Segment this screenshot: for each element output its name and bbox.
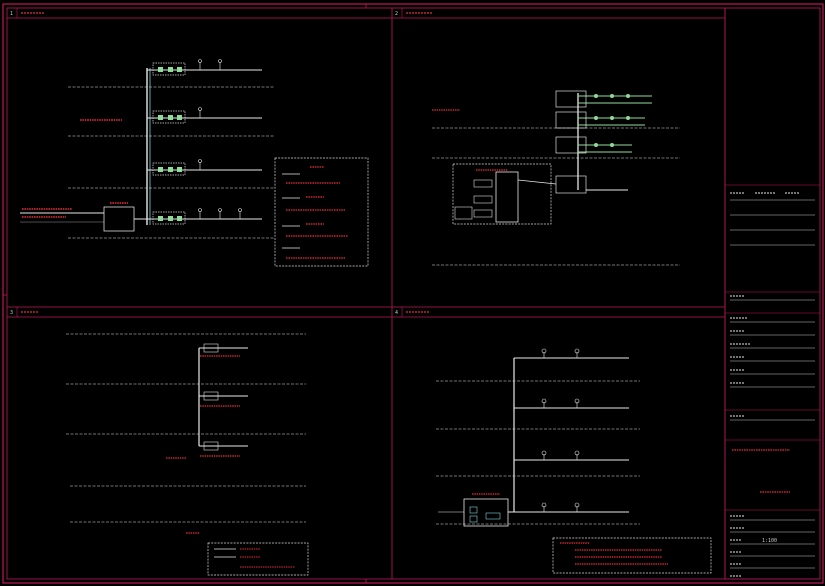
frame-ticks xyxy=(3,4,367,583)
panel-4-floor-lines xyxy=(436,380,640,525)
panel-4-equipment-box xyxy=(463,498,509,527)
panel-2-branches xyxy=(578,95,652,153)
panel-1-branches xyxy=(147,69,262,220)
panel-1-legend-box xyxy=(274,157,369,267)
panel-2-control-cabinet xyxy=(452,163,552,225)
panel-3-number: 3 xyxy=(10,310,13,316)
panel-3-floor-lines xyxy=(66,333,306,523)
panel-1-valves xyxy=(158,67,182,221)
panel-1-annotations xyxy=(22,119,128,218)
panel-4-schematic xyxy=(436,348,712,574)
panel-3-schematic xyxy=(66,333,309,576)
panel-3-branches xyxy=(199,347,248,447)
outer-frame xyxy=(2,3,824,584)
panel-1-meter-box xyxy=(103,206,135,232)
title-block-scale: 1:100 xyxy=(762,538,777,544)
panel-1-drops xyxy=(198,59,242,219)
panel-2-valve-boxes xyxy=(555,90,587,194)
panel-1-number: 1 xyxy=(10,11,13,17)
panel-4-legend-box xyxy=(552,537,712,574)
panel-4-branches xyxy=(508,357,629,513)
inner-frame xyxy=(6,7,821,580)
panel-4-drops xyxy=(541,348,580,512)
panel-1-schematic xyxy=(20,59,369,267)
panel-1-valve-boxes xyxy=(152,62,186,225)
panel-2-schematic xyxy=(432,90,680,266)
panel-1-floor-lines xyxy=(68,86,275,239)
title-block: 1:100 xyxy=(725,184,820,580)
panel-2-number: 2 xyxy=(395,11,398,17)
panel-headers: 1 2 3 4 xyxy=(7,8,725,318)
panel-4-number: 4 xyxy=(395,310,398,316)
panel-3-legend-box xyxy=(207,542,309,576)
